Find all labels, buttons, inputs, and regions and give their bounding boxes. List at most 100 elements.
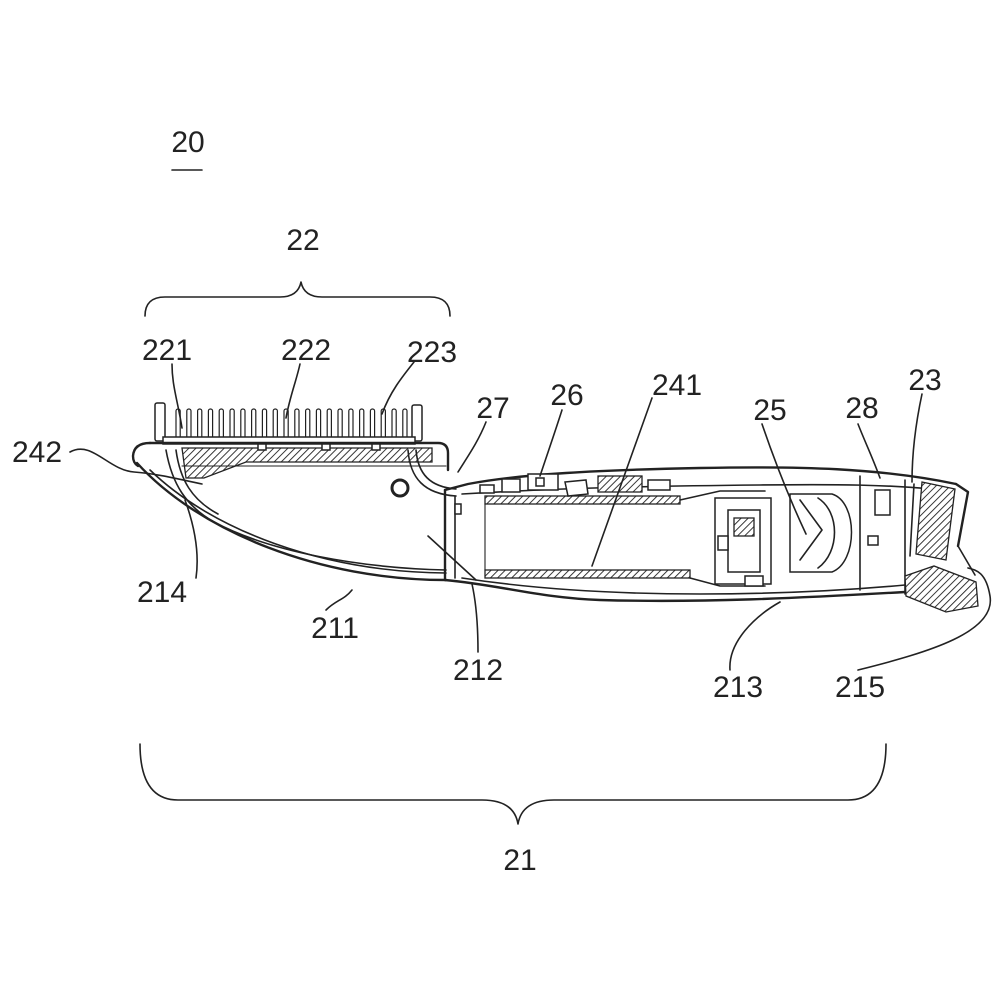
motor-foot	[744, 575, 764, 587]
body-right-end	[954, 482, 970, 548]
channel-funnel-top	[679, 490, 766, 501]
callout-222: 222	[281, 334, 331, 367]
comb-tooth	[229, 408, 235, 440]
right-post	[411, 404, 423, 442]
leader-242	[69, 448, 203, 485]
callout-21: 21	[503, 844, 536, 877]
channel-top-wall	[484, 495, 681, 505]
callout-213: 213	[713, 671, 763, 704]
head-hatched-strip	[181, 447, 433, 479]
mech-part	[647, 479, 671, 491]
button-mechanism-26	[479, 473, 671, 497]
mech-part	[564, 479, 589, 497]
comb-tooth	[391, 408, 397, 440]
part-23	[915, 481, 956, 561]
switch-contact	[867, 535, 879, 546]
leader-212	[471, 583, 479, 653]
body-housing	[443, 466, 970, 603]
leader-222	[285, 363, 301, 419]
callout-212: 212	[453, 654, 503, 687]
inner-contour	[149, 469, 447, 574]
callout-25: 25	[753, 394, 786, 427]
leader-214	[184, 499, 198, 579]
mech-part	[535, 477, 545, 487]
comb-tooth	[218, 408, 224, 440]
tube-left-inner	[175, 449, 219, 515]
comb-tooth	[251, 408, 257, 440]
tube-right	[407, 449, 457, 497]
leader-215	[857, 567, 992, 671]
part-215	[904, 565, 979, 613]
comb-tooth	[369, 408, 376, 440]
comb-head	[131, 402, 450, 479]
callout-23: 23	[908, 364, 941, 397]
diagonal-rib	[427, 535, 477, 581]
impeller-arc	[817, 497, 836, 569]
callout-28: 28	[845, 392, 878, 425]
callout-241: 241	[652, 369, 702, 402]
leader-26	[539, 409, 563, 477]
motor-core-detail	[733, 517, 755, 537]
comb-tooth	[261, 408, 268, 440]
leader-221	[171, 363, 183, 429]
comb-tooth	[272, 408, 279, 440]
channel-241	[484, 490, 766, 587]
callout-214: 214	[137, 576, 187, 609]
mech-part	[501, 478, 521, 493]
callout-27: 27	[476, 392, 509, 425]
comb-tooth	[348, 408, 354, 440]
mech-part	[479, 484, 495, 494]
tail-edge	[957, 545, 976, 576]
leader-28	[857, 423, 881, 479]
callout-215: 215	[835, 671, 885, 704]
comb-tooth	[359, 408, 365, 440]
part-23-border	[909, 483, 915, 557]
channel-bottom-wall	[484, 569, 691, 579]
strip-bump	[257, 443, 267, 451]
leader-211	[325, 589, 353, 611]
motor-tab	[717, 535, 729, 551]
comb-tooth	[402, 408, 408, 440]
comb-tooth	[186, 408, 192, 440]
comb-tooth	[337, 408, 343, 440]
leader-27	[457, 421, 487, 473]
callout-223: 223	[407, 336, 457, 369]
body-top-contour	[443, 466, 958, 492]
leader-223	[381, 361, 415, 415]
head-left-end	[131, 441, 152, 468]
comb-teeth	[175, 408, 408, 440]
body-bottom-inner	[461, 577, 906, 595]
outer-contour-211	[135, 461, 448, 582]
mech-hatched-part	[597, 475, 643, 493]
body-bottom-contour	[443, 578, 907, 603]
leader-213	[729, 601, 781, 671]
brace-comb-head	[144, 281, 451, 317]
callout-242: 242	[12, 436, 62, 469]
strip-bump	[321, 443, 331, 451]
figure-number: 20	[171, 126, 204, 159]
motor-25	[714, 493, 853, 587]
tube-left	[165, 449, 447, 571]
brace-body	[139, 743, 887, 825]
callout-22: 22	[286, 224, 319, 257]
strip-bump	[371, 443, 381, 451]
comb-tooth	[207, 408, 214, 440]
leader-241	[591, 397, 653, 567]
callout-26: 26	[550, 379, 583, 412]
leader-lines	[69, 361, 992, 671]
comb-tooth	[240, 408, 246, 440]
comb-tooth	[315, 408, 322, 440]
comb-tooth	[197, 408, 203, 440]
leader-25	[761, 423, 807, 535]
callout-211: 211	[311, 612, 359, 645]
leader-23	[911, 393, 923, 483]
head-plate-outline	[148, 441, 450, 472]
left-post	[154, 402, 166, 442]
body-notch	[454, 503, 462, 515]
impeller-blade	[799, 499, 823, 561]
comb-tooth	[294, 408, 300, 440]
callout-221: 221	[142, 334, 192, 367]
switch-28	[874, 489, 891, 516]
hole-27	[390, 478, 410, 498]
